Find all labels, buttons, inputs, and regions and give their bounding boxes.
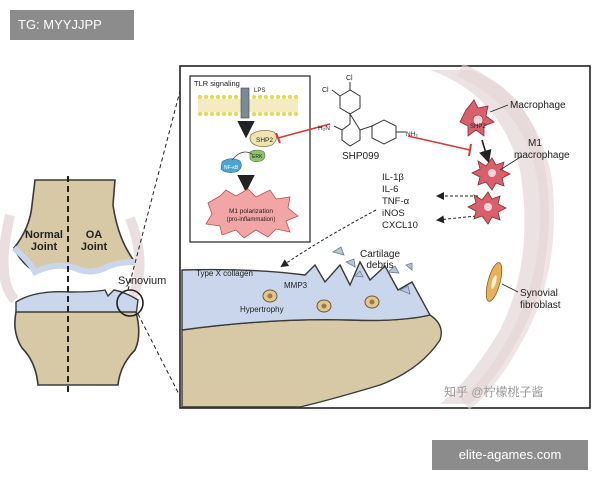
upper-cartilage — [12, 245, 136, 277]
m1-macrophage-pointer — [499, 155, 523, 171]
zoom-line-top — [127, 67, 187, 291]
macrophage-cell — [459, 99, 495, 137]
synovial-fibroblast-cell — [485, 262, 503, 302]
polarization-arrow — [479, 139, 492, 164]
zoom-line-bottom — [137, 313, 187, 409]
synovium-label: Synovium — [118, 275, 166, 287]
chondrocyte-cells — [262, 289, 380, 313]
synovium-band-outer — [457, 63, 554, 410]
nfkb-protein — [220, 158, 242, 173]
m1-polarization-sub-label: (pro-inflammation) — [227, 217, 276, 223]
type-x-collagen-label: Type X collagen — [196, 269, 253, 278]
macrophage-pointer — [489, 104, 509, 113]
synovium-zoom-circle — [116, 289, 144, 317]
m1-polarization-label: M1 polarization — [229, 208, 273, 215]
cytokine-tnfa: TNF-α — [382, 196, 410, 207]
cytokine-cxcl10: CXCL10 — [382, 220, 418, 231]
cl-label-1: Cl — [322, 87, 329, 94]
nfkb-label: NF-κB — [224, 165, 239, 171]
tlr-receptor — [240, 87, 250, 119]
macrophage-label: Macrophage — [510, 100, 566, 111]
shp099-inhibits-macrophage-shp2 — [407, 135, 471, 151]
panel-cartilage — [181, 260, 432, 331]
lower-bone — [14, 311, 140, 386]
cell-membrane: LPS — [197, 87, 299, 119]
cytokine-il6: IL-6 — [382, 184, 398, 195]
secretion-arrow-2 — [436, 215, 477, 224]
cl-label-2: Cl — [346, 75, 353, 82]
lower-cartilage — [15, 289, 139, 316]
fibroblast-pointer — [501, 283, 519, 293]
shp2-protein — [249, 130, 277, 147]
shp099-structure — [331, 82, 406, 147]
nh2-label: NH₂ — [406, 131, 418, 138]
shp2-in-macrophage-label: SHP2 — [470, 124, 486, 130]
cytokine-list: IL-1β IL-6 TNF-α iNOS CXCL10 — [382, 172, 418, 231]
shp099-inhibits-shp2-inset — [277, 123, 331, 139]
erk-protein — [249, 149, 266, 162]
top-watermark-tag: TG: MYYJJPP — [10, 10, 134, 40]
inset-title: TLR signaling — [194, 79, 240, 88]
upper-bone — [13, 179, 137, 273]
mmp3-label: MMP3 — [284, 281, 308, 290]
inhibit-bar-2 — [468, 143, 472, 157]
zhihu-watermark: 知乎 @柠檬桃子酱 — [444, 384, 544, 399]
hypertrophy-label: Hypertrophy — [240, 305, 284, 314]
m1-macrophage-cells — [467, 157, 511, 225]
inhibit-bar — [275, 132, 281, 144]
h2n-label: H₂N — [318, 125, 330, 132]
cytokine-to-cartilage-arrow — [280, 209, 377, 268]
cytokine-inos: iNOS — [382, 208, 405, 219]
cartilage-debris — [332, 246, 413, 295]
cytokine-il1b: IL-1β — [382, 172, 404, 183]
shp2-inset-label: SHP2 — [256, 137, 273, 144]
erk-label: ERK — [252, 154, 263, 160]
pathway-curve — [231, 151, 253, 161]
m1-polarization-burst — [205, 188, 299, 239]
lps-label: LPS — [254, 88, 265, 94]
shp099-label: SHP099 — [342, 151, 380, 162]
bottom-watermark-tag: elite-agames.com — [432, 440, 588, 470]
tlr-signaling-inset: TLR signaling LPS SH — [189, 75, 311, 243]
